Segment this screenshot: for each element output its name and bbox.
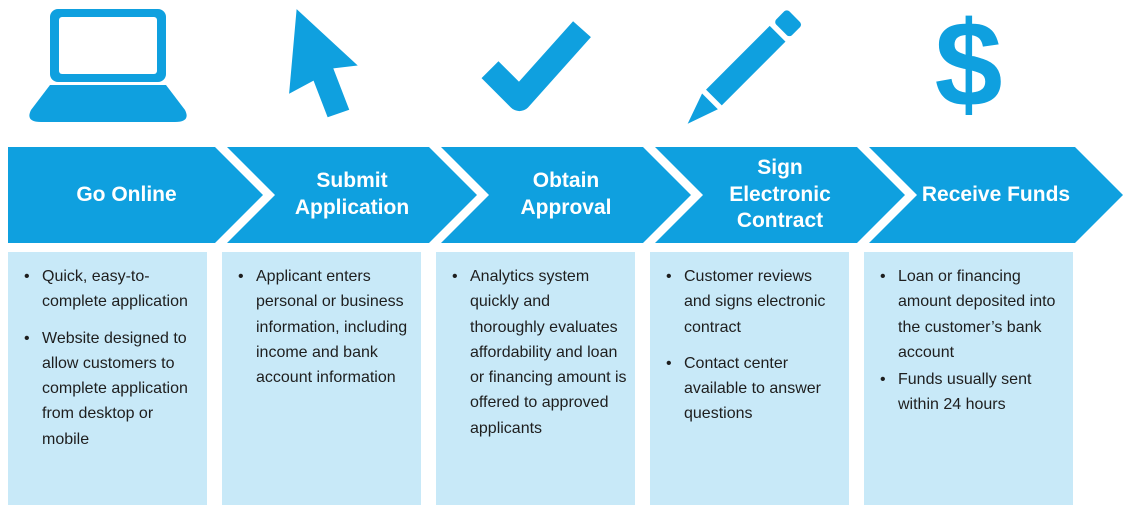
panel-submit-application: Applicant enters personal or business in… <box>222 252 421 505</box>
step-header-receive-funds: Receive Funds <box>869 147 1123 243</box>
bullet-item: Loan or financing amount deposited into … <box>870 264 1065 365</box>
dollar-icon: $ <box>934 0 1003 132</box>
bullet-item: Website designed to allow customers to c… <box>14 326 199 452</box>
step-title: Receive Funds <box>921 182 1071 206</box>
bullet-item: Customer reviews and signs electronic co… <box>656 264 841 340</box>
icon-cell-submit-application <box>222 0 421 132</box>
icons-row: $ <box>8 0 1073 132</box>
step-header-obtain-approval: Obtain Approval <box>441 147 691 243</box>
step-title: Sign Electronic Contract <box>729 155 831 233</box>
process-arrow-band: Go Online Submit Application Obtain Appr… <box>0 147 1132 243</box>
laptop-icon <box>28 9 187 122</box>
step-title: Obtain Approval <box>520 169 612 219</box>
bullet-list: Loan or financing amount deposited into … <box>870 264 1065 418</box>
bullet-item: Funds usually sent within 24 hours <box>870 367 1065 418</box>
bullet-list: Quick, easy-to-complete application Webs… <box>14 264 199 452</box>
bullet-item: Applicant enters personal or business in… <box>228 264 413 390</box>
checkmark-icon <box>481 21 591 112</box>
cursor-icon <box>288 9 358 118</box>
bullet-list: Applicant enters personal or business in… <box>228 264 413 390</box>
step-header-go-online: Go Online <box>8 147 263 243</box>
panel-go-online: Quick, easy-to-complete application Webs… <box>8 252 207 505</box>
panel-sign-electronic-contract: Customer reviews and signs electronic co… <box>650 252 849 505</box>
icon-cell-sign-contract <box>650 0 849 132</box>
detail-panels: Quick, easy-to-complete application Webs… <box>8 252 1073 505</box>
step-header-sign-electronic-contract: Sign Electronic Contract <box>655 147 905 243</box>
bullet-item: Contact center available to answer quest… <box>656 351 841 427</box>
step-title: Submit Application <box>294 169 410 219</box>
bullet-item: Quick, easy-to-complete application <box>14 264 199 315</box>
panel-receive-funds: Loan or financing amount deposited into … <box>864 252 1073 505</box>
icon-cell-obtain-approval <box>436 0 635 132</box>
bullet-list: Analytics system quickly and thoroughly … <box>442 264 627 441</box>
icon-cell-receive-funds: $ <box>864 0 1073 132</box>
pencil-icon <box>687 10 801 124</box>
panel-obtain-approval: Analytics system quickly and thoroughly … <box>436 252 635 505</box>
bullet-list: Customer reviews and signs electronic co… <box>656 264 841 427</box>
step-title: Go Online <box>76 182 177 206</box>
icon-cell-go-online <box>8 0 207 132</box>
bullet-item: Analytics system quickly and thoroughly … <box>442 264 627 441</box>
step-header-submit-application: Submit Application <box>227 147 477 243</box>
